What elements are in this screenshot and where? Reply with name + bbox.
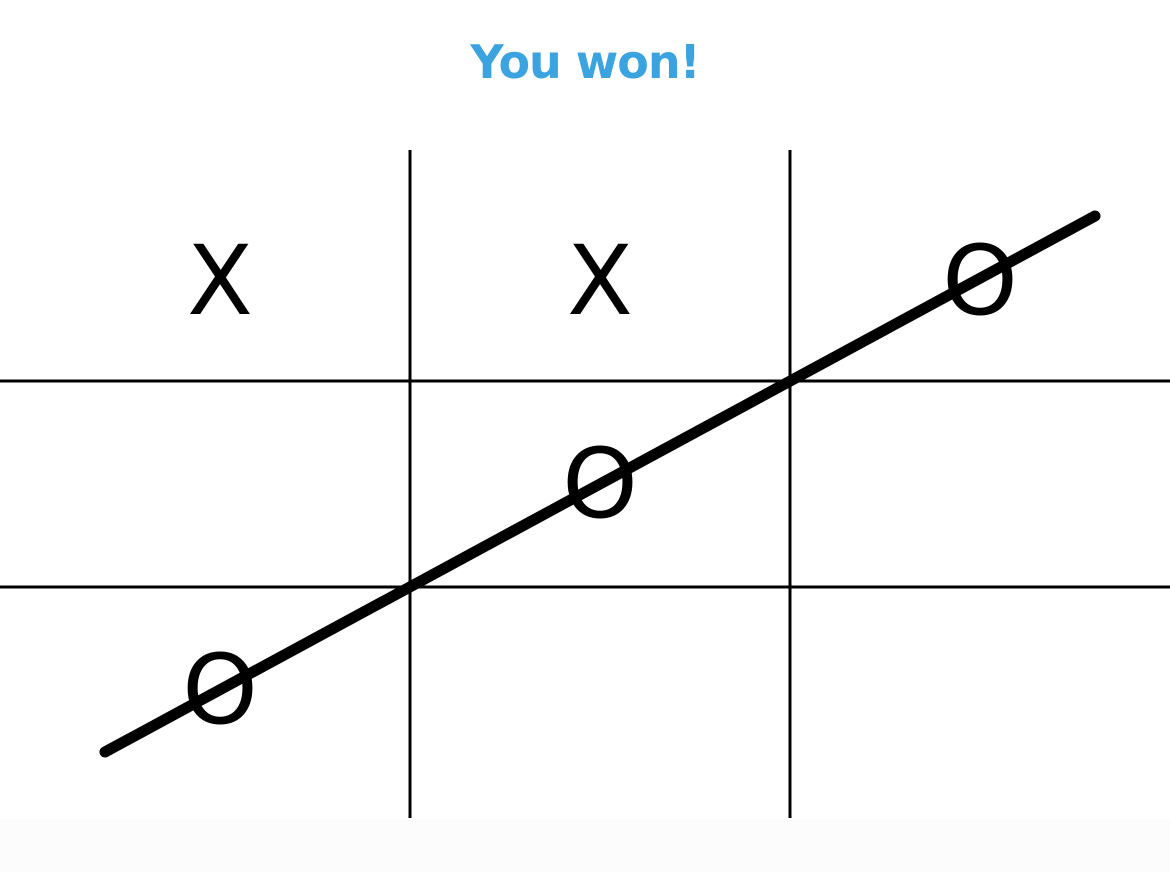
cell-mark: O	[942, 224, 1018, 337]
cell-mark: X	[567, 224, 633, 337]
board-cell-r3-c2[interactable]	[410, 587, 790, 793]
board-cell-r3-c1[interactable]: O	[30, 587, 410, 793]
board-cell-r3-c3[interactable]	[790, 587, 1170, 793]
board-cell-r2-c3[interactable]	[790, 381, 1170, 587]
cell-mark: X	[187, 224, 253, 337]
board-cell-r1-c1[interactable]: X	[30, 180, 410, 381]
board-cell-r2-c1[interactable]	[30, 381, 410, 587]
cell-mark: O	[182, 634, 258, 746]
board-cell-r1-c2[interactable]: X	[410, 180, 790, 381]
board-cell-r1-c3[interactable]: O	[790, 180, 1170, 381]
game-status-message: You won!	[470, 35, 700, 89]
cell-mark: O	[562, 428, 638, 540]
bottom-strip	[0, 818, 1170, 872]
board-cell-r2-c2[interactable]: O	[410, 381, 790, 587]
